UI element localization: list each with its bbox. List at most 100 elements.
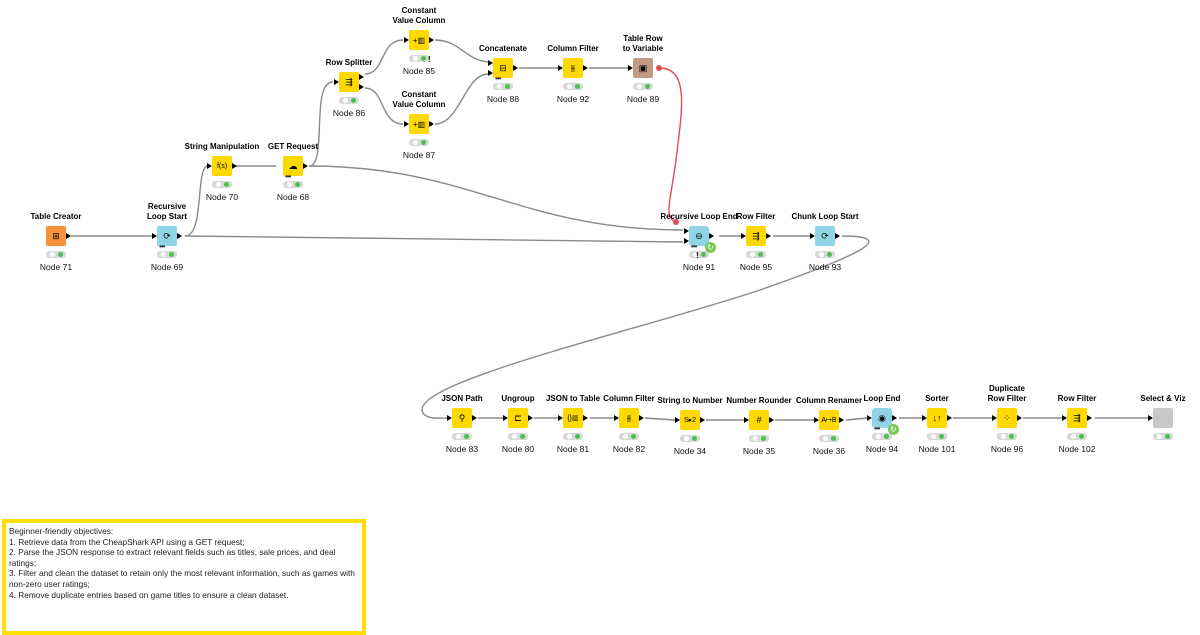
node-select-and-viz[interactable]: Select & Viz — [1108, 394, 1200, 440]
node-title: Loop End — [863, 394, 901, 403]
node-recursive-loop-end[interactable]: Recursive Loop End ⊖•••↻ ! Node 91 — [644, 212, 754, 272]
get-request-icon[interactable]: ☁••• — [278, 156, 308, 181]
ungroup-icon[interactable]: ⊏ — [503, 408, 533, 428]
node-status-lights — [493, 83, 513, 90]
column-filter-icon[interactable]: ⫵ — [558, 58, 588, 78]
node-status-lights — [157, 251, 177, 258]
node-chunk-loop-start[interactable]: Chunk Loop Start ⟳ Node 93 — [770, 212, 880, 272]
node-ungroup[interactable]: Ungroup ⊏ Node 80 — [463, 394, 573, 454]
node-status-lights — [1153, 433, 1173, 440]
loop-badge-icon: ↻ — [888, 424, 899, 435]
node-number-rounder[interactable]: Number Rounder # Node 35 — [704, 396, 814, 456]
json-to-table-icon[interactable]: {}▥ — [558, 408, 588, 428]
node-sorter[interactable]: Sorter ↓↑ Node 101 — [882, 394, 992, 454]
node-json-to-table[interactable]: JSON to Table {}▥ Node 81 — [518, 394, 628, 454]
node-title: JSON Path — [441, 394, 483, 403]
node-string-to-number[interactable]: String to Number S▸2 Node 34 — [635, 396, 745, 456]
node-column-filter-92[interactable]: Column Filter ⫵ Node 92 — [518, 44, 628, 104]
warning-icon: ! — [428, 55, 431, 64]
recursive-loop-end-icon[interactable]: ⊖•••↻ — [684, 226, 716, 253]
node-status-lights — [689, 251, 709, 258]
component-icon[interactable] — [1148, 408, 1173, 428]
node-label: Node 69 — [150, 262, 184, 272]
node-get-request[interactable]: GET Request ☁••• Node 68 — [238, 142, 348, 202]
table-row-to-variable-icon[interactable]: ▣ — [628, 58, 653, 78]
node-status-lights — [819, 435, 839, 442]
chunk-loop-start-icon[interactable]: ⟳ — [810, 226, 840, 246]
node-status-lights — [815, 251, 835, 258]
node-title: String to Number — [657, 396, 723, 405]
warning-icon: ! — [696, 251, 699, 260]
node-status-lights — [927, 433, 947, 440]
node-row-filter-95[interactable]: Row Filter ⇶ Node 95 — [701, 212, 811, 272]
workflow-annotation[interactable]: Beginner-friendly objectives: 1. Retriev… — [2, 519, 366, 635]
node-column-renamer[interactable]: Column Renamer A↦B Node 36 — [774, 396, 884, 456]
loop-end-icon[interactable]: ◉•••↻ — [867, 408, 899, 435]
node-concatenate[interactable]: Concatenate ⊟••• Node 88 — [448, 44, 558, 104]
node-label: Node 101 — [918, 444, 956, 454]
duplicate-row-filter-icon[interactable]: ⁘ — [992, 408, 1022, 428]
node-label: Node 87 — [402, 150, 436, 160]
node-status-lights — [46, 251, 66, 258]
concatenate-icon[interactable]: ⊟••• — [488, 58, 518, 83]
node-label: Node 88 — [486, 94, 520, 104]
node-title: Select & Viz — [1140, 394, 1186, 403]
node-label: Node 85 — [402, 66, 436, 76]
loop-badge-icon: ↻ — [705, 242, 716, 253]
node-status-lights — [680, 435, 700, 442]
annotation-line: Beginner-friendly objectives: — [9, 526, 114, 536]
row-filter-icon[interactable]: ⇶ — [741, 226, 771, 246]
node-table-creator[interactable]: Table Creator ⊞ Node 71 — [1, 212, 111, 272]
node-label: Node 102 — [1058, 444, 1096, 454]
node-label: Node 34 — [673, 446, 707, 456]
node-label: Node 81 — [556, 444, 590, 454]
annotation-line: 1. Retrieve data from the CheapShark API… — [9, 536, 245, 547]
node-label: Node 83 — [445, 444, 479, 454]
column-renamer-icon[interactable]: A↦B — [814, 410, 844, 430]
node-title: GET Request — [267, 142, 319, 151]
node-title: Concatenate — [478, 44, 527, 53]
row-splitter-icon[interactable]: ⇶ — [334, 72, 364, 92]
node-status-lights — [212, 181, 232, 188]
string-manipulation-icon[interactable]: f(s) — [207, 156, 237, 176]
node-label: Node 89 — [626, 94, 660, 104]
node-label: Node 86 — [332, 108, 366, 118]
node-row-filter-102[interactable]: Row Filter ⇶ Node 102 — [1022, 394, 1132, 454]
node-row-splitter[interactable]: Row Splitter ⇶ Node 86 — [294, 58, 404, 118]
node-string-manipulation[interactable]: String Manipulation f(s) Node 70 — [167, 142, 277, 202]
node-title: Sorter — [925, 394, 949, 403]
constant-value-column-icon[interactable]: +▥ — [404, 30, 434, 50]
recursive-loop-start-icon[interactable]: ⟳••• — [152, 226, 182, 251]
number-rounder-icon[interactable]: # — [744, 410, 774, 430]
connection-69-91[interactable] — [184, 235, 684, 243]
node-json-path[interactable]: JSON Path ⚲ Node 83 — [407, 394, 517, 454]
node-title: Column Filter — [547, 44, 599, 53]
node-label: Node 91 — [682, 262, 716, 272]
node-label: Node 92 — [556, 94, 590, 104]
node-loop-end[interactable]: Loop End ◉•••↻ Node 94 — [827, 394, 937, 454]
string-to-number-icon[interactable]: S▸2 — [675, 410, 705, 430]
json-path-icon[interactable]: ⚲ — [447, 408, 477, 428]
row-filter-icon[interactable]: ⇶ — [1062, 408, 1092, 428]
table-creator-icon[interactable]: ⊞ — [46, 226, 71, 246]
node-status-lights — [339, 97, 359, 104]
node-title: Table Creator — [30, 212, 82, 221]
node-label: Node 93 — [808, 262, 842, 272]
connection-68-91[interactable] — [308, 165, 684, 231]
node-title: Chunk Loop Start — [791, 212, 859, 221]
constant-value-column-icon[interactable]: +▥ — [404, 114, 434, 134]
node-column-filter-82[interactable]: Column Filter ⫵ Node 82 — [574, 394, 684, 454]
node-label: Node 80 — [501, 444, 535, 454]
sorter-icon[interactable]: ↓↑ — [922, 408, 952, 428]
column-filter-icon[interactable]: ⫵ — [614, 408, 644, 428]
node-title: Recursive Loop End — [660, 212, 738, 221]
